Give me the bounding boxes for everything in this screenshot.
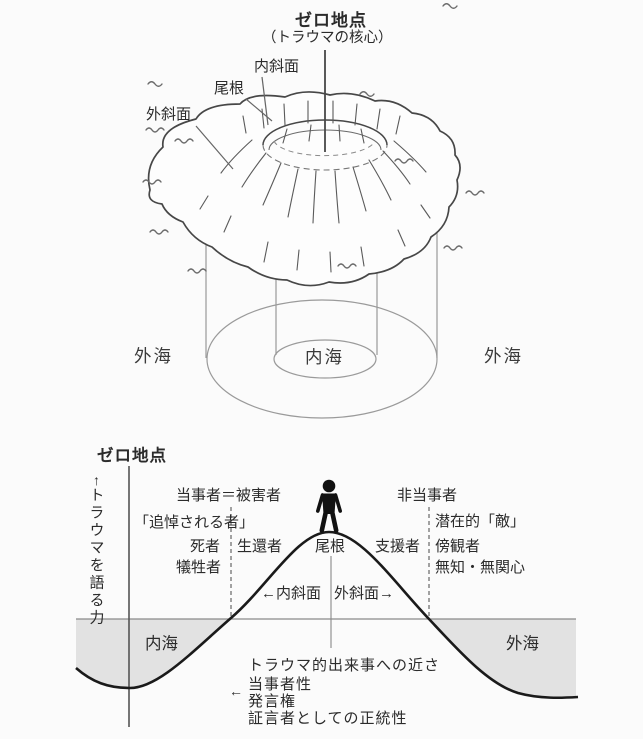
- outer-sea-label-chart: 外海: [506, 635, 539, 653]
- outer-slope-arrow-label: 外斜面→: [334, 585, 395, 602]
- outer-sea-ellipse: [206, 299, 438, 419]
- legend-line-voice: 発言権: [248, 693, 297, 710]
- crater-creases: [199, 100, 431, 273]
- left-arrow-icon: ←: [229, 683, 243, 699]
- legend-line-proximity: トラウマ的出来事への近さ: [248, 657, 441, 674]
- mourned-label: 「追悼される者」: [134, 514, 255, 531]
- crater-illustration: [147, 50, 461, 287]
- water-ripple-icons: [142, 3, 485, 274]
- bystander-label: 傍観者: [435, 538, 481, 555]
- survivor-label: 生還者: [237, 538, 283, 555]
- heading-nonparty: 非当事者: [397, 487, 458, 504]
- ridge-label-chart: 尾根: [315, 538, 346, 555]
- cylinder-projection: [205, 206, 438, 419]
- ignorance-label: 無知・無関心: [435, 559, 526, 576]
- inner-slope-label-top: 内斜面: [254, 58, 300, 75]
- outer-sea-label-right: 外海: [484, 346, 523, 366]
- zero-point-title: ゼロ地点: [295, 11, 367, 30]
- outer-sea-fill: [429, 619, 576, 698]
- inner-slope-arrow-label: ←内斜面: [261, 585, 322, 602]
- inner-sea-ellipse: [273, 339, 377, 379]
- inner-sea-fill: [76, 619, 231, 688]
- zero-point-axis-label: ゼロ地点: [97, 447, 167, 465]
- cross-section-chart: [75, 466, 579, 727]
- y-axis-label: トラウマを語る力: [87, 487, 105, 627]
- ridge-label-top: 尾根: [214, 80, 245, 97]
- legend-line-partyness: 当事者性: [248, 676, 313, 693]
- crater-rim-back-dashed: [262, 144, 388, 171]
- inner-sea-label-chart: 内海: [145, 635, 178, 653]
- outer-sea-label-left: 外海: [134, 346, 173, 366]
- inner-sea-label-top-figure: 内海: [305, 347, 344, 367]
- crater-skirt-outline: [147, 91, 461, 287]
- person-icon: [316, 479, 342, 533]
- supporter-label: 支援者: [375, 538, 421, 555]
- zero-point-subtitle: （トラウマの核心）: [262, 30, 393, 46]
- dead-label: 死者: [190, 538, 221, 555]
- legend-line-legitimacy: 証言者としての正統性: [248, 710, 408, 727]
- label-leader-lines: [195, 76, 273, 170]
- outer-slope-label-top: 外斜面: [146, 106, 192, 123]
- potential-enemy-label: 潜在的「敵」: [435, 513, 526, 530]
- terrain-curve: [75, 530, 579, 700]
- up-arrow-icon: ↑: [93, 472, 100, 488]
- victim-label: 犠牲者: [176, 559, 222, 576]
- heading-party-victim: 当事者＝被害者: [176, 487, 282, 504]
